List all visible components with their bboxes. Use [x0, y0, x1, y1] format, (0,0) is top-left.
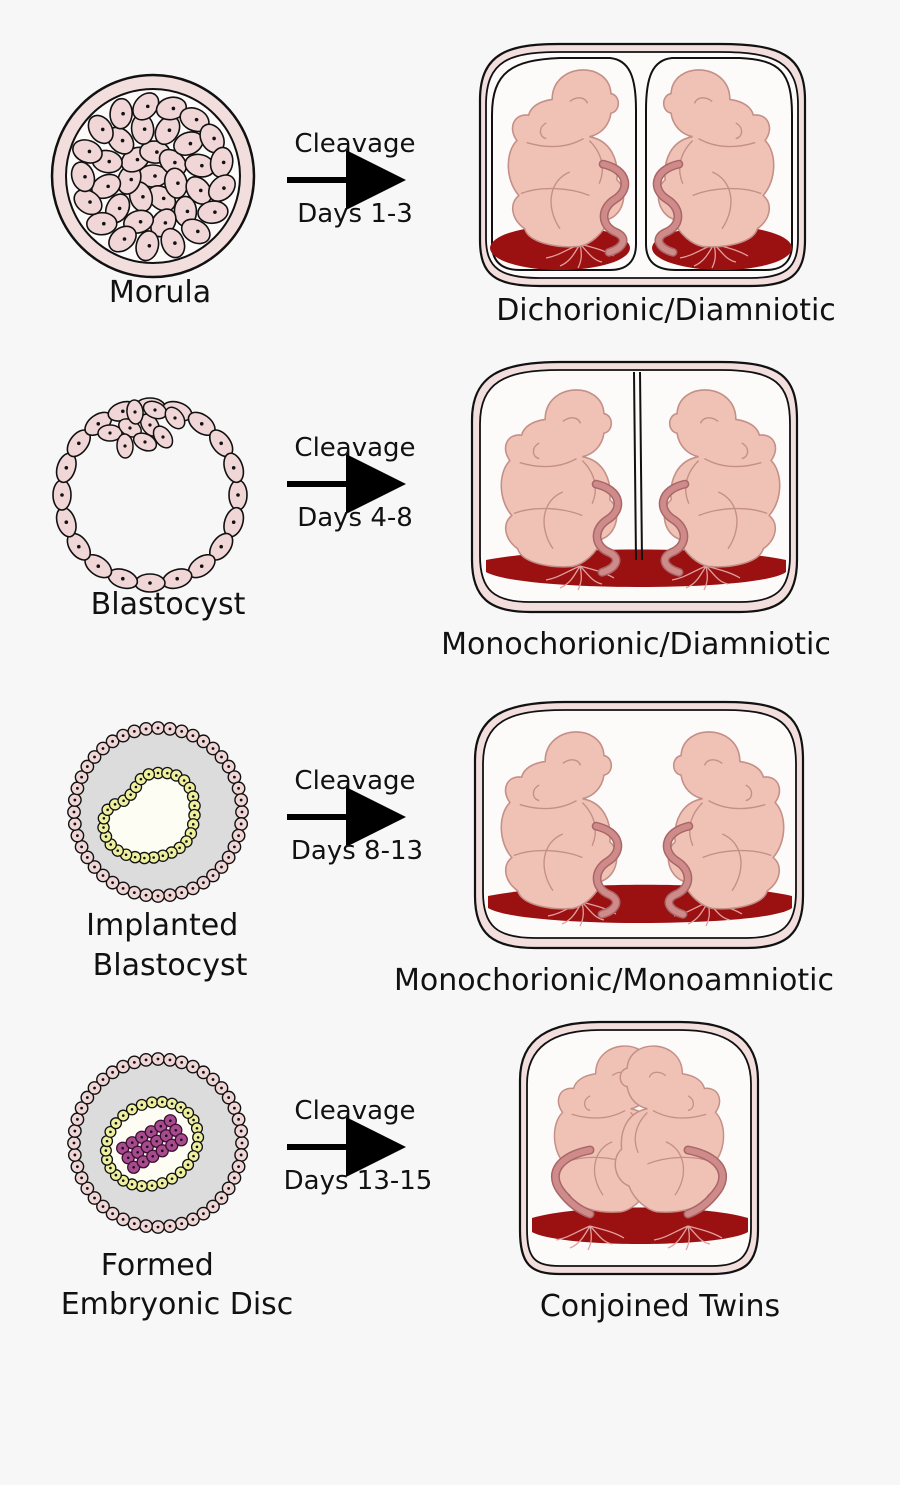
morula-cell — [160, 227, 186, 259]
arrow-label-days-4: Days 13-15 — [284, 1166, 433, 1196]
arrow-label-days-1: Days 1-3 — [297, 199, 413, 229]
morula-cell — [73, 188, 103, 216]
arrow-label-cleavage-4: Cleavage — [294, 1096, 415, 1126]
result-label-monochorionic-diamniotic: Monochorionic/Diamniotic — [441, 627, 831, 662]
morula-cell — [197, 200, 229, 225]
result-label-monochorionic-monoamniotic: Monochorionic/Monoamniotic — [394, 963, 834, 998]
morula-cell — [207, 174, 236, 202]
arrow-label-days-3: Days 8-13 — [291, 836, 423, 866]
morula-cell — [135, 230, 160, 262]
morula-cell — [86, 211, 118, 236]
monochorionic-monoamniotic-figure — [473, 700, 805, 950]
morula-cell — [132, 92, 160, 121]
result-label-dichorionic: Dichorionic/Diamniotic — [496, 293, 836, 328]
morula-cell — [70, 161, 96, 193]
arrow-row-1: Cleavage Days 1-3 — [287, 129, 416, 229]
stage-label-morula: Morula — [109, 275, 211, 310]
arrow-label-days-2: Days 4-8 — [297, 503, 413, 533]
arrow-row-3: Cleavage Days 8-13 — [287, 766, 423, 866]
arrow-row-4: Cleavage Days 13-15 — [284, 1096, 433, 1196]
result-label-conjoined-twins: Conjoined Twins — [540, 1289, 780, 1324]
conjoined-twins-figure — [518, 1020, 760, 1276]
stage-label-implanted-blastocyst: Implanted Blastocyst — [86, 908, 248, 983]
morula-cell — [108, 225, 137, 253]
dichorionic-diamniotic-figure — [478, 42, 807, 288]
arrow-label-cleavage-1: Cleavage — [294, 129, 415, 159]
morula-cell — [87, 114, 114, 145]
morula-cell — [155, 96, 188, 121]
stage-label-embryonic-disc: Formed Embryonic Disc — [61, 1248, 294, 1322]
implanted-blastocyst-figure — [67, 721, 249, 903]
blastocyst-figure — [52, 397, 248, 593]
embryonic-disc-figure — [67, 1052, 249, 1234]
stage-label-blastocyst: Blastocyst — [91, 587, 246, 622]
arrow-label-cleavage-3: Cleavage — [294, 766, 415, 796]
arrow-row-2: Cleavage Days 4-8 — [287, 433, 416, 533]
monochorionic-diamniotic-figure — [470, 360, 799, 614]
morula-figure — [50, 73, 256, 279]
morula-cell — [180, 218, 211, 245]
morula-cell — [109, 97, 133, 130]
arrow-label-cleavage-2: Cleavage — [294, 433, 415, 463]
